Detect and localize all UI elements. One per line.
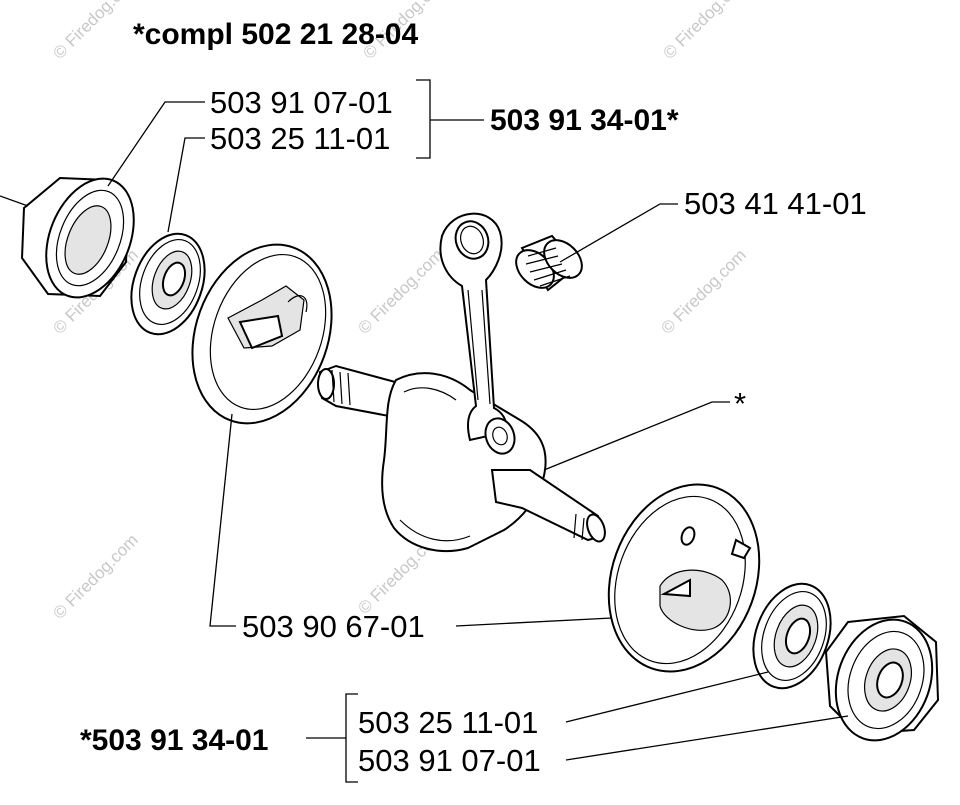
part-label-needle-bearing: 503 41 41-01 <box>684 186 867 221</box>
watermark: © Firedog.com <box>657 245 749 337</box>
crank-half-right <box>607 483 761 673</box>
crankshaft <box>317 212 606 552</box>
seal-left <box>0 176 135 299</box>
watermark: © Firedog.com <box>49 0 141 63</box>
crank-half-left <box>191 243 333 425</box>
seal-right <box>824 614 940 742</box>
part-label-bearing-top: 503 25 11-01 <box>210 121 390 156</box>
part-label-bearing-bottom: 503 25 11-01 <box>358 705 538 740</box>
leader-lines <box>107 79 849 783</box>
watermark: © Firedog.com <box>354 245 446 337</box>
part-label-seal-bottom: 503 91 07-01 <box>358 743 541 778</box>
kit-label-bottom: *503 91 34-01 <box>80 724 269 757</box>
part-label-crankshaft: * <box>734 386 746 421</box>
watermark: © Firedog.com <box>659 0 751 63</box>
watermark: © Firedog.com <box>49 530 141 622</box>
part-label-crank-half: 503 90 67-01 <box>242 609 425 644</box>
needle-bearing <box>515 234 583 292</box>
kit-label-top: 503 91 34-01* <box>490 104 679 137</box>
bearing-right <box>752 582 832 690</box>
bearing-left <box>130 232 206 336</box>
assembly-title: *compl 502 21 28-04 <box>133 18 418 51</box>
part-label-seal-top: 503 91 07-01 <box>210 85 393 120</box>
